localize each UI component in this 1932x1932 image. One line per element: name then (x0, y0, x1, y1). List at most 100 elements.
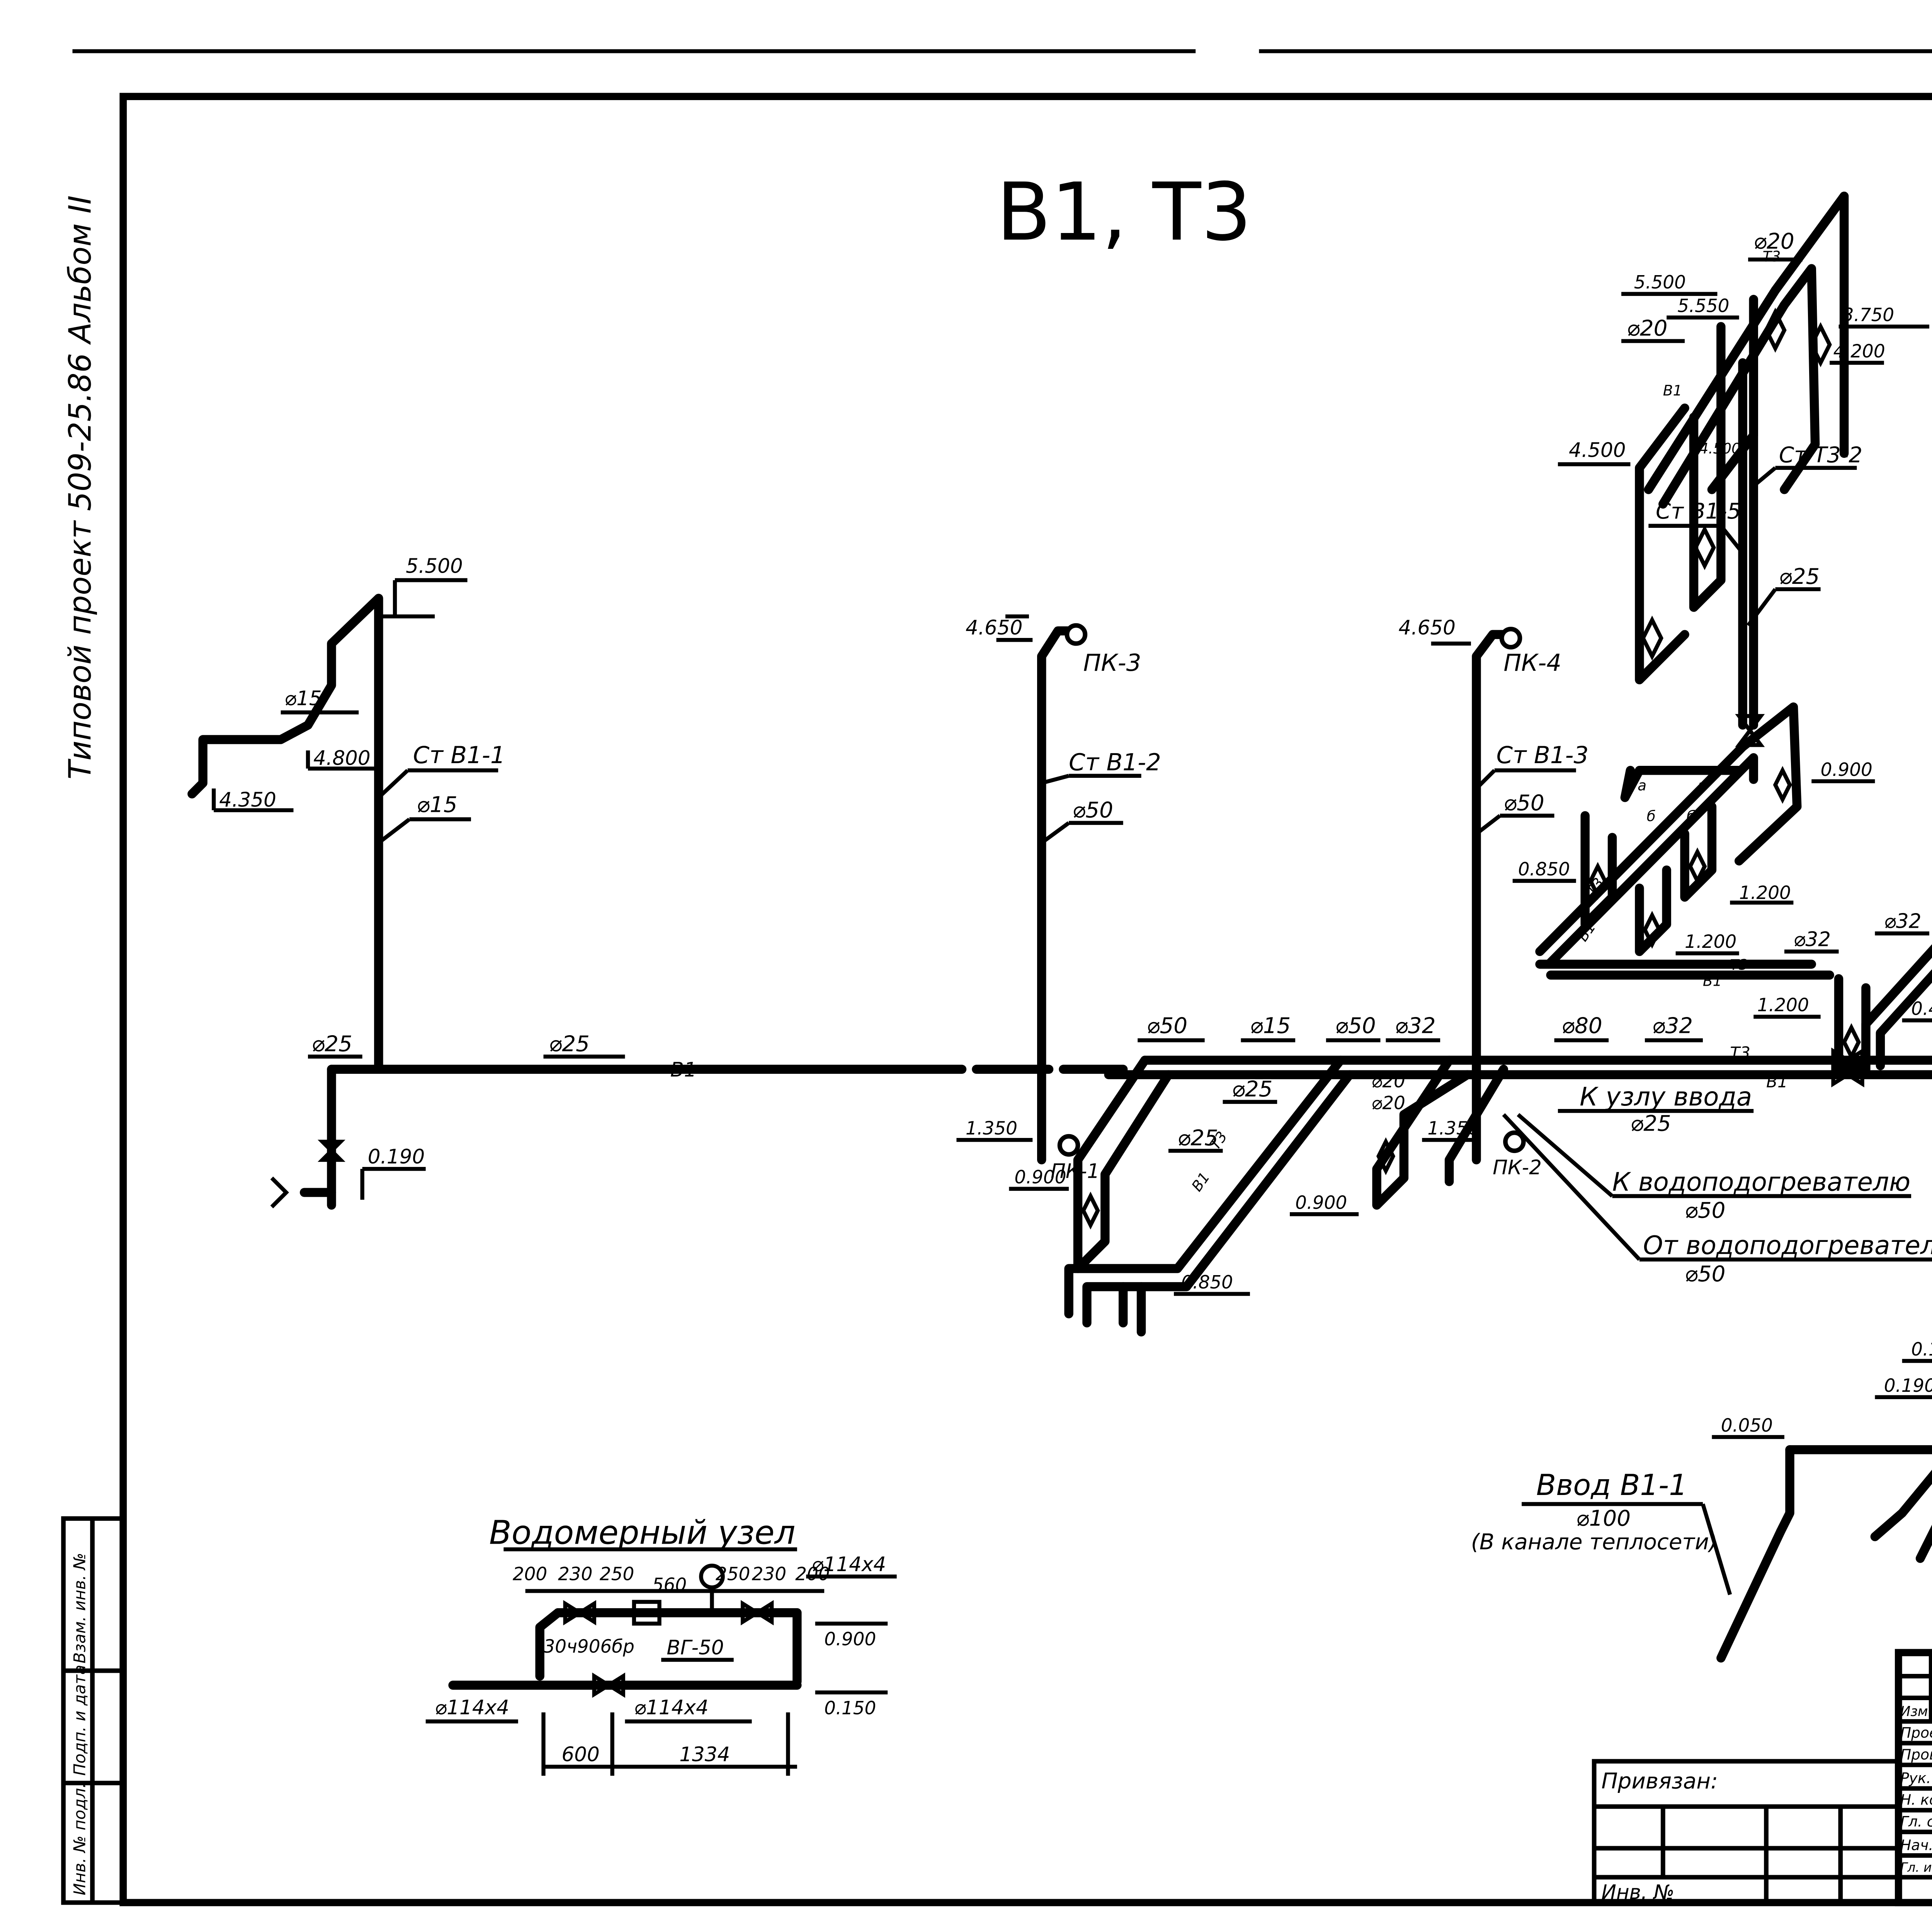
heater-callouts: К узлу ввода ⌀25 К водоподогревателю ⌀50… (1502, 1082, 1932, 1287)
dia-label: ⌀32 (1395, 1014, 1435, 1039)
pipe-tag: В1 (1703, 973, 1722, 990)
inlet-label: Ввод В1-1 ⌀100 (В канале теплосети) (1471, 1468, 1732, 1595)
pipe-tag: Т3 (1730, 956, 1748, 973)
dia-label: ⌀100 (1576, 1506, 1631, 1531)
section-mark: б (1687, 808, 1696, 825)
valve-icon (1735, 714, 1765, 747)
valve-icon (1831, 1048, 1864, 1073)
riser-st-b1-3-left: 4.650 ПК-4 Ст В1-3 ⌀50 (1398, 616, 1588, 1165)
meter-model: ВГ-50 (667, 1636, 724, 1660)
dim-label: 200 (795, 1563, 830, 1585)
dia-label: ⌀25 (1177, 1126, 1218, 1151)
row-role: Рук. гр. (1900, 1769, 1932, 1786)
row-role: Гл. инж. пр. (1900, 1860, 1932, 1875)
riser-label: Ст В1-1 (413, 742, 505, 769)
elev-label: 0.050 (1721, 1415, 1773, 1436)
inv-label: Инв. № (1601, 1881, 1674, 1904)
valve-icon (741, 1600, 774, 1626)
elev-label: 0.850 (1181, 1272, 1233, 1293)
dia-label: ⌀50 (1335, 1014, 1376, 1039)
dim-label: 1334 (679, 1743, 730, 1766)
title-block: Привязан: Инв. № Изм. Лист № докум. Подп… (1592, 1649, 1932, 1906)
elev-label: 0.850 (1518, 859, 1570, 880)
row-role: Проект (1900, 1724, 1932, 1741)
dia-label: ⌀25 (549, 1031, 590, 1056)
dia-label: ⌀32 (1793, 928, 1831, 951)
binding-label: Привязан: (1601, 1769, 1718, 1794)
elev-label: 0.900 (1821, 759, 1872, 781)
section-mark: б (1647, 808, 1656, 825)
dim-label: 230 (558, 1563, 592, 1585)
elev-label: 4.350 (219, 788, 276, 811)
inlet-note: (В канале теплосети) (1471, 1530, 1718, 1555)
elev-label: 1.350 (966, 1118, 1017, 1139)
main-distribution-line (711, 1056, 1932, 1080)
hydrant-label: ПК-3 (1083, 649, 1141, 677)
hydrant-label: ПК-1 (1051, 1160, 1100, 1183)
dia-label: ⌀114x4 (435, 1696, 509, 1719)
elev-label: 1.350 (1427, 1118, 1479, 1139)
elev-label: 0.900 (1295, 1192, 1347, 1213)
dia-label: ⌀25 (1779, 564, 1820, 589)
elev-label: 4.650 (1398, 616, 1456, 639)
elev-label: 4.800 (313, 747, 371, 770)
drawing-title: В1, Т3 (997, 166, 1252, 259)
header-cell: Изм. (1900, 1704, 1932, 1719)
elev-label: 1.200 (1757, 995, 1809, 1016)
riser-label: Ст В1-5 (1656, 499, 1741, 524)
riser-label: Ст В1-2 (1069, 749, 1161, 776)
pipe-tag: В1 (1663, 382, 1682, 399)
pipe-tag: В1 (1188, 1169, 1213, 1194)
elev-label: 0.450 (1911, 998, 1932, 1020)
sheet-frame (72, 49, 1932, 1906)
dia-label: ⌀15 (1250, 1014, 1291, 1039)
elev-label: 1.200 (1685, 931, 1736, 952)
stamp-inv: Инв. № подл. (70, 1783, 89, 1895)
fire-hydrant-icon (1503, 1130, 1526, 1153)
callout-label: От водоподогревателя (1643, 1231, 1932, 1260)
meter-icon (632, 1600, 662, 1626)
dia-label: ⌀20 (1627, 316, 1667, 341)
dia-label: ⌀25 (1630, 1111, 1671, 1136)
elev-label: 0.190 (368, 1145, 425, 1168)
riser-label: Ст В1-3 (1496, 742, 1588, 769)
fire-hydrant-icon (1065, 623, 1088, 646)
callout-label: К водоподогревателю (1612, 1167, 1911, 1197)
meter-detail: Водомерный узел 200 230 250 560 250 230 … (425, 1514, 897, 1776)
hydrant-label: ПК-4 (1503, 649, 1561, 677)
valve-icon (1831, 1062, 1864, 1088)
riser-label: Ст Т3-2 (1779, 443, 1862, 468)
dia-label: ⌀15 (417, 793, 457, 818)
valve-icon (592, 1672, 625, 1698)
valve-icon (563, 1600, 596, 1626)
elev-label: 1.200 (1739, 883, 1791, 904)
riser-st-b1-1: 5.500 ⌀15 4.800 4.350 Ст В1-1 ⌀15 ⌀25 ⌀2… (187, 555, 910, 1210)
pipe-tag: Т3 (1763, 248, 1781, 265)
row-role: Нач. отд. (1900, 1837, 1932, 1854)
dim-label: 600 (561, 1743, 599, 1766)
dia-label: ⌀32 (1652, 1014, 1693, 1039)
fixture-group-middle: а а б б 0.850 1.200 1.200 0.900 2.950 1.… (1512, 702, 1932, 1074)
stamp-column: Инв. № подл. Подп. и дата Взам. инв. № (61, 1516, 126, 1905)
elev-label: 4.500 (1569, 439, 1626, 462)
stamp-sign: Подп. и дата (70, 1665, 89, 1776)
row-role: Гл. сант. (1900, 1813, 1932, 1830)
pipe-tag: В1 (1766, 1072, 1788, 1091)
row-role: Н. контр. (1900, 1791, 1932, 1808)
main-line-labels: ⌀50 ⌀15 ⌀50 ⌀32 ⌀80 ⌀32 ⌀80 ⌀40 ⌀32 ⌀25 … (1138, 1014, 1864, 1091)
elev-label: 4.500 (1699, 440, 1741, 457)
fire-hydrant-icon (1057, 1134, 1080, 1157)
pipe-tag: Т3 (1730, 1043, 1750, 1062)
dia-label: ⌀80 (1561, 1014, 1602, 1039)
valve-ref: 30ч906бр (543, 1636, 634, 1657)
elev-label: 3.750 (1842, 304, 1894, 326)
meter-node: Водомерный узел 0.150 0.190 0.050 ⌀25 (1712, 1339, 1932, 1663)
dia-label: ⌀50 (1072, 798, 1113, 823)
inlet-title: Ввод В1-1 (1536, 1468, 1687, 1502)
side-label: Типовой проект 509-25.86 Альбом II (62, 196, 98, 780)
dim-label: 230 (752, 1563, 786, 1585)
callout-label: К узлу ввода (1580, 1082, 1752, 1112)
dim-label: 200 (513, 1563, 547, 1585)
elev-label: 0.150 (1911, 1339, 1932, 1360)
